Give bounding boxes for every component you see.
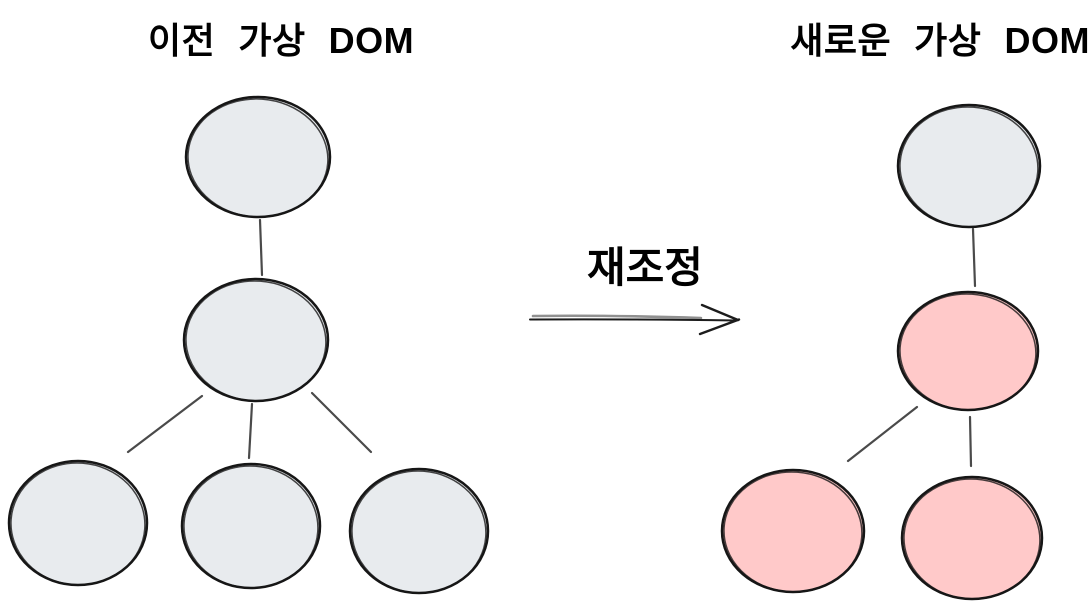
- left-tree-edge: [247, 402, 254, 460]
- right-tree-node-sketch-outline: [903, 478, 1041, 600]
- right-tree-edge: [971, 227, 977, 288]
- right-tree-edge: [968, 415, 973, 468]
- right-tree-node-sketch-outline: [899, 293, 1037, 411]
- left-tree-node-sketch-outline: [187, 98, 329, 218]
- right-tree-node-sketch-outline: [899, 106, 1039, 228]
- right-tree-node-sketch-outline: [723, 471, 863, 593]
- left-tree-node-sketch-outline: [185, 280, 327, 402]
- left-tree-group: [7, 95, 490, 595]
- new-virtual-dom-title: 새로운 가상 DOM: [790, 20, 1090, 61]
- previous-virtual-dom-title: 이전 가상 DOM: [148, 20, 415, 61]
- right-tree-edge: [846, 405, 919, 463]
- left-tree-node-sketch-outline: [10, 462, 146, 586]
- left-tree-node-sketch-outline: [183, 465, 319, 589]
- left-tree-node-sketch-outline: [351, 470, 487, 594]
- reconciliation-label: 재조정: [587, 244, 703, 291]
- left-tree-edge: [310, 391, 373, 454]
- right-tree-group: [720, 103, 1044, 601]
- reconciliation-arrow-icon: [529, 303, 741, 336]
- left-tree-edge: [126, 394, 204, 454]
- left-tree-edge: [258, 218, 264, 277]
